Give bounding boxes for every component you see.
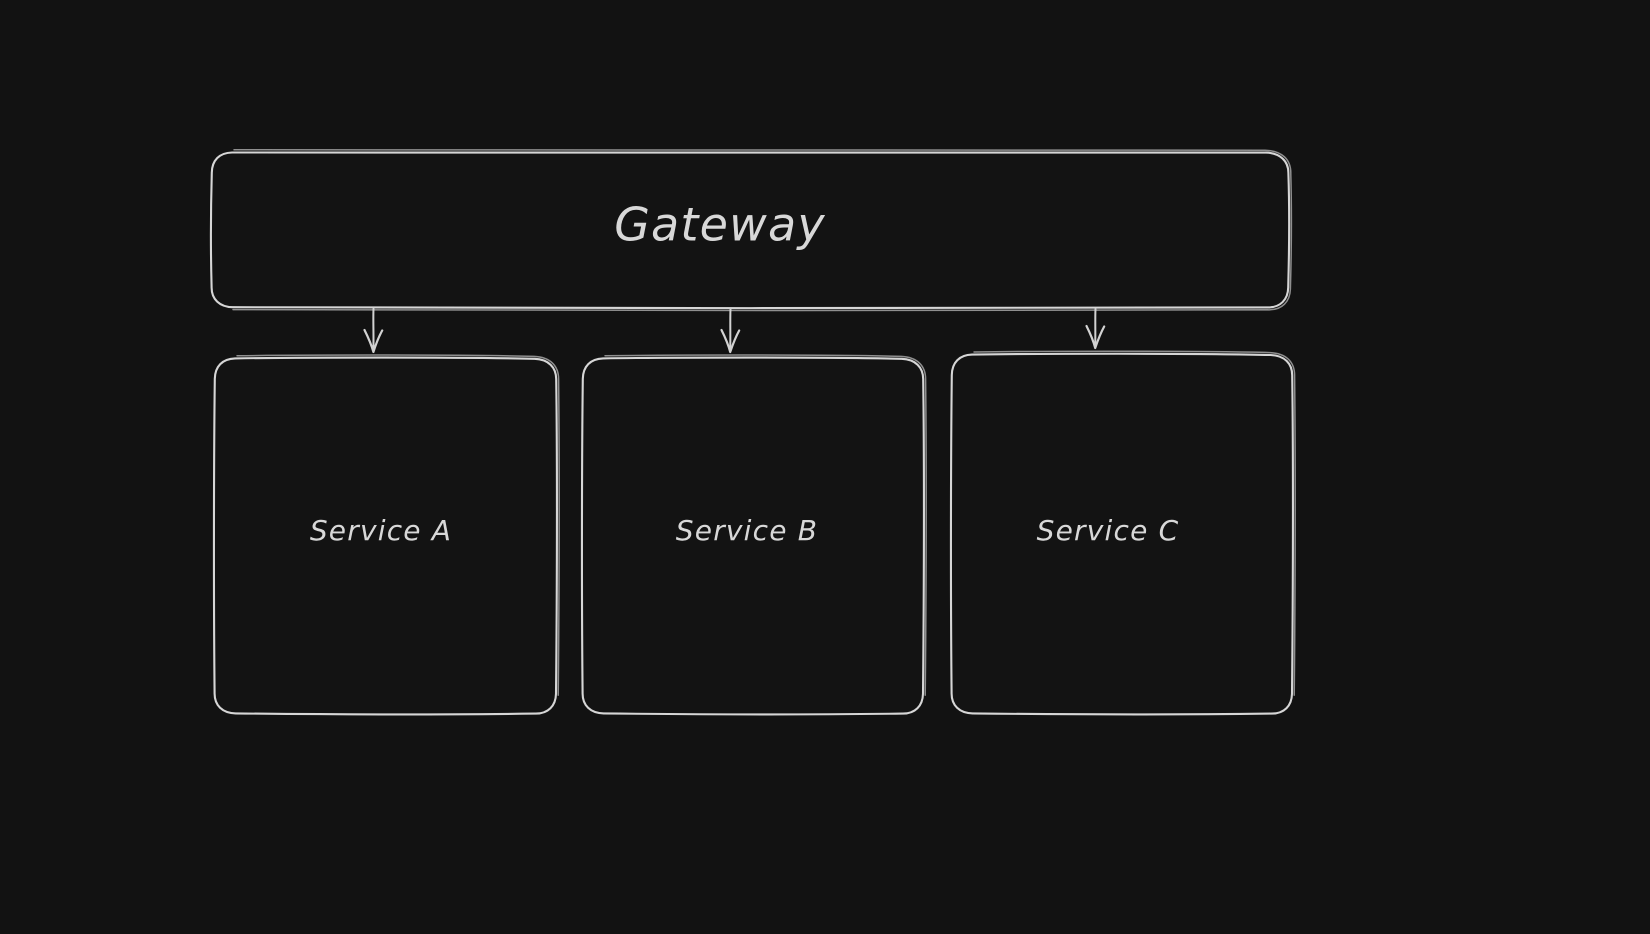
edge-arrowhead-c	[1085, 324, 1106, 350]
service-b-node-outline	[580, 356, 925, 716]
gateway-node-fill	[211, 151, 1289, 308]
service-c-node-fill	[951, 353, 1292, 715]
service-c-node-outline-second-pass	[973, 350, 1296, 696]
edge-arrowhead-b	[720, 328, 741, 354]
service-a-node-fill	[214, 357, 556, 715]
service-a-node-outline-second-pass	[236, 354, 560, 696]
service-c-label: Service C	[1037, 514, 1180, 547]
node-gateway[interactable]: Gateway	[209, 148, 1293, 312]
edge-gateway-service-c[interactable]	[1085, 308, 1106, 350]
edge-gateway-service-a[interactable]	[363, 308, 384, 354]
gateway-label: Gateway	[614, 198, 826, 252]
edge-arrowhead-a	[363, 328, 384, 354]
node-service-c[interactable]: Service C	[949, 350, 1296, 716]
service-b-node-outline-second-pass	[604, 354, 927, 696]
service-a-label: Service A	[310, 514, 452, 547]
node-service-b[interactable]: Service B	[580, 354, 927, 716]
service-a-node-outline	[212, 356, 558, 716]
service-b-label: Service B	[676, 514, 818, 547]
edge-gateway-service-b[interactable]	[720, 308, 741, 354]
node-service-a[interactable]: Service A	[212, 354, 560, 716]
service-b-node-fill	[582, 357, 923, 715]
service-c-node-outline	[949, 352, 1294, 716]
